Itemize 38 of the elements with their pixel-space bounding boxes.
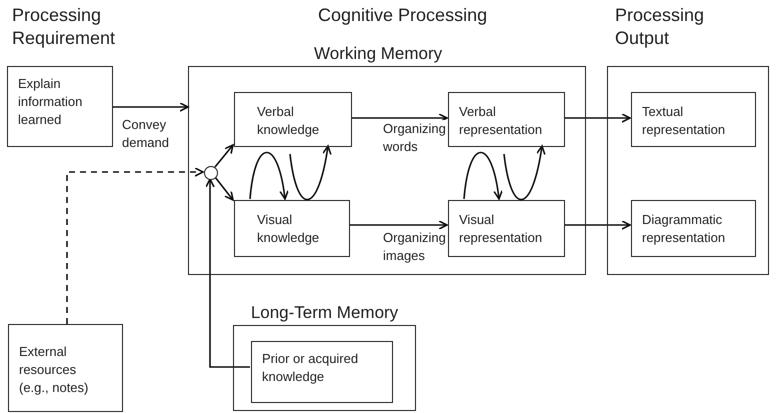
- box-text: Verbal representation: [459, 103, 544, 139]
- process-box: [251, 341, 393, 403]
- box-text: External resources (e.g., notes): [19, 343, 90, 397]
- process-box: [448, 92, 565, 147]
- arrow: [214, 144, 234, 168]
- group-heading: Working Memory: [314, 43, 442, 65]
- group-box: [607, 66, 769, 275]
- edge-label: Organizing images: [383, 229, 445, 265]
- process-box: [631, 200, 756, 257]
- arrow: [349, 220, 448, 230]
- box-text: Explain information learned: [18, 75, 84, 129]
- arrow: [564, 220, 631, 230]
- curved-arrow: [289, 145, 332, 200]
- arrow: [113, 102, 189, 112]
- box-text: Visual knowledge: [257, 211, 320, 247]
- box-text: Visual representation: [459, 211, 544, 247]
- process-box: [448, 200, 565, 257]
- dashed-arrow: [66, 167, 204, 324]
- box-text: Textual representation: [642, 103, 726, 139]
- process-box: [234, 92, 352, 147]
- column-heading: Processing Output: [615, 4, 706, 50]
- curved-arrow: [249, 152, 289, 200]
- arrow: [351, 113, 448, 123]
- arrow: [205, 178, 250, 368]
- arrow: [564, 113, 631, 123]
- box-text: Prior or acquired knowledge: [262, 350, 360, 386]
- arrow: [214, 176, 234, 201]
- process-box: [7, 66, 113, 147]
- box-text: Verbal knowledge: [257, 103, 320, 139]
- curved-arrow: [503, 145, 546, 200]
- process-box: [8, 324, 123, 412]
- column-heading: Cognitive Processing: [318, 4, 488, 27]
- box-text: Diagrammatic representation: [642, 211, 726, 247]
- column-heading: Processing Requirement: [12, 4, 116, 50]
- curved-arrow: [463, 152, 503, 200]
- process-box: [631, 92, 756, 147]
- group-heading: Long-Term Memory: [250, 302, 400, 324]
- process-box: [234, 200, 350, 257]
